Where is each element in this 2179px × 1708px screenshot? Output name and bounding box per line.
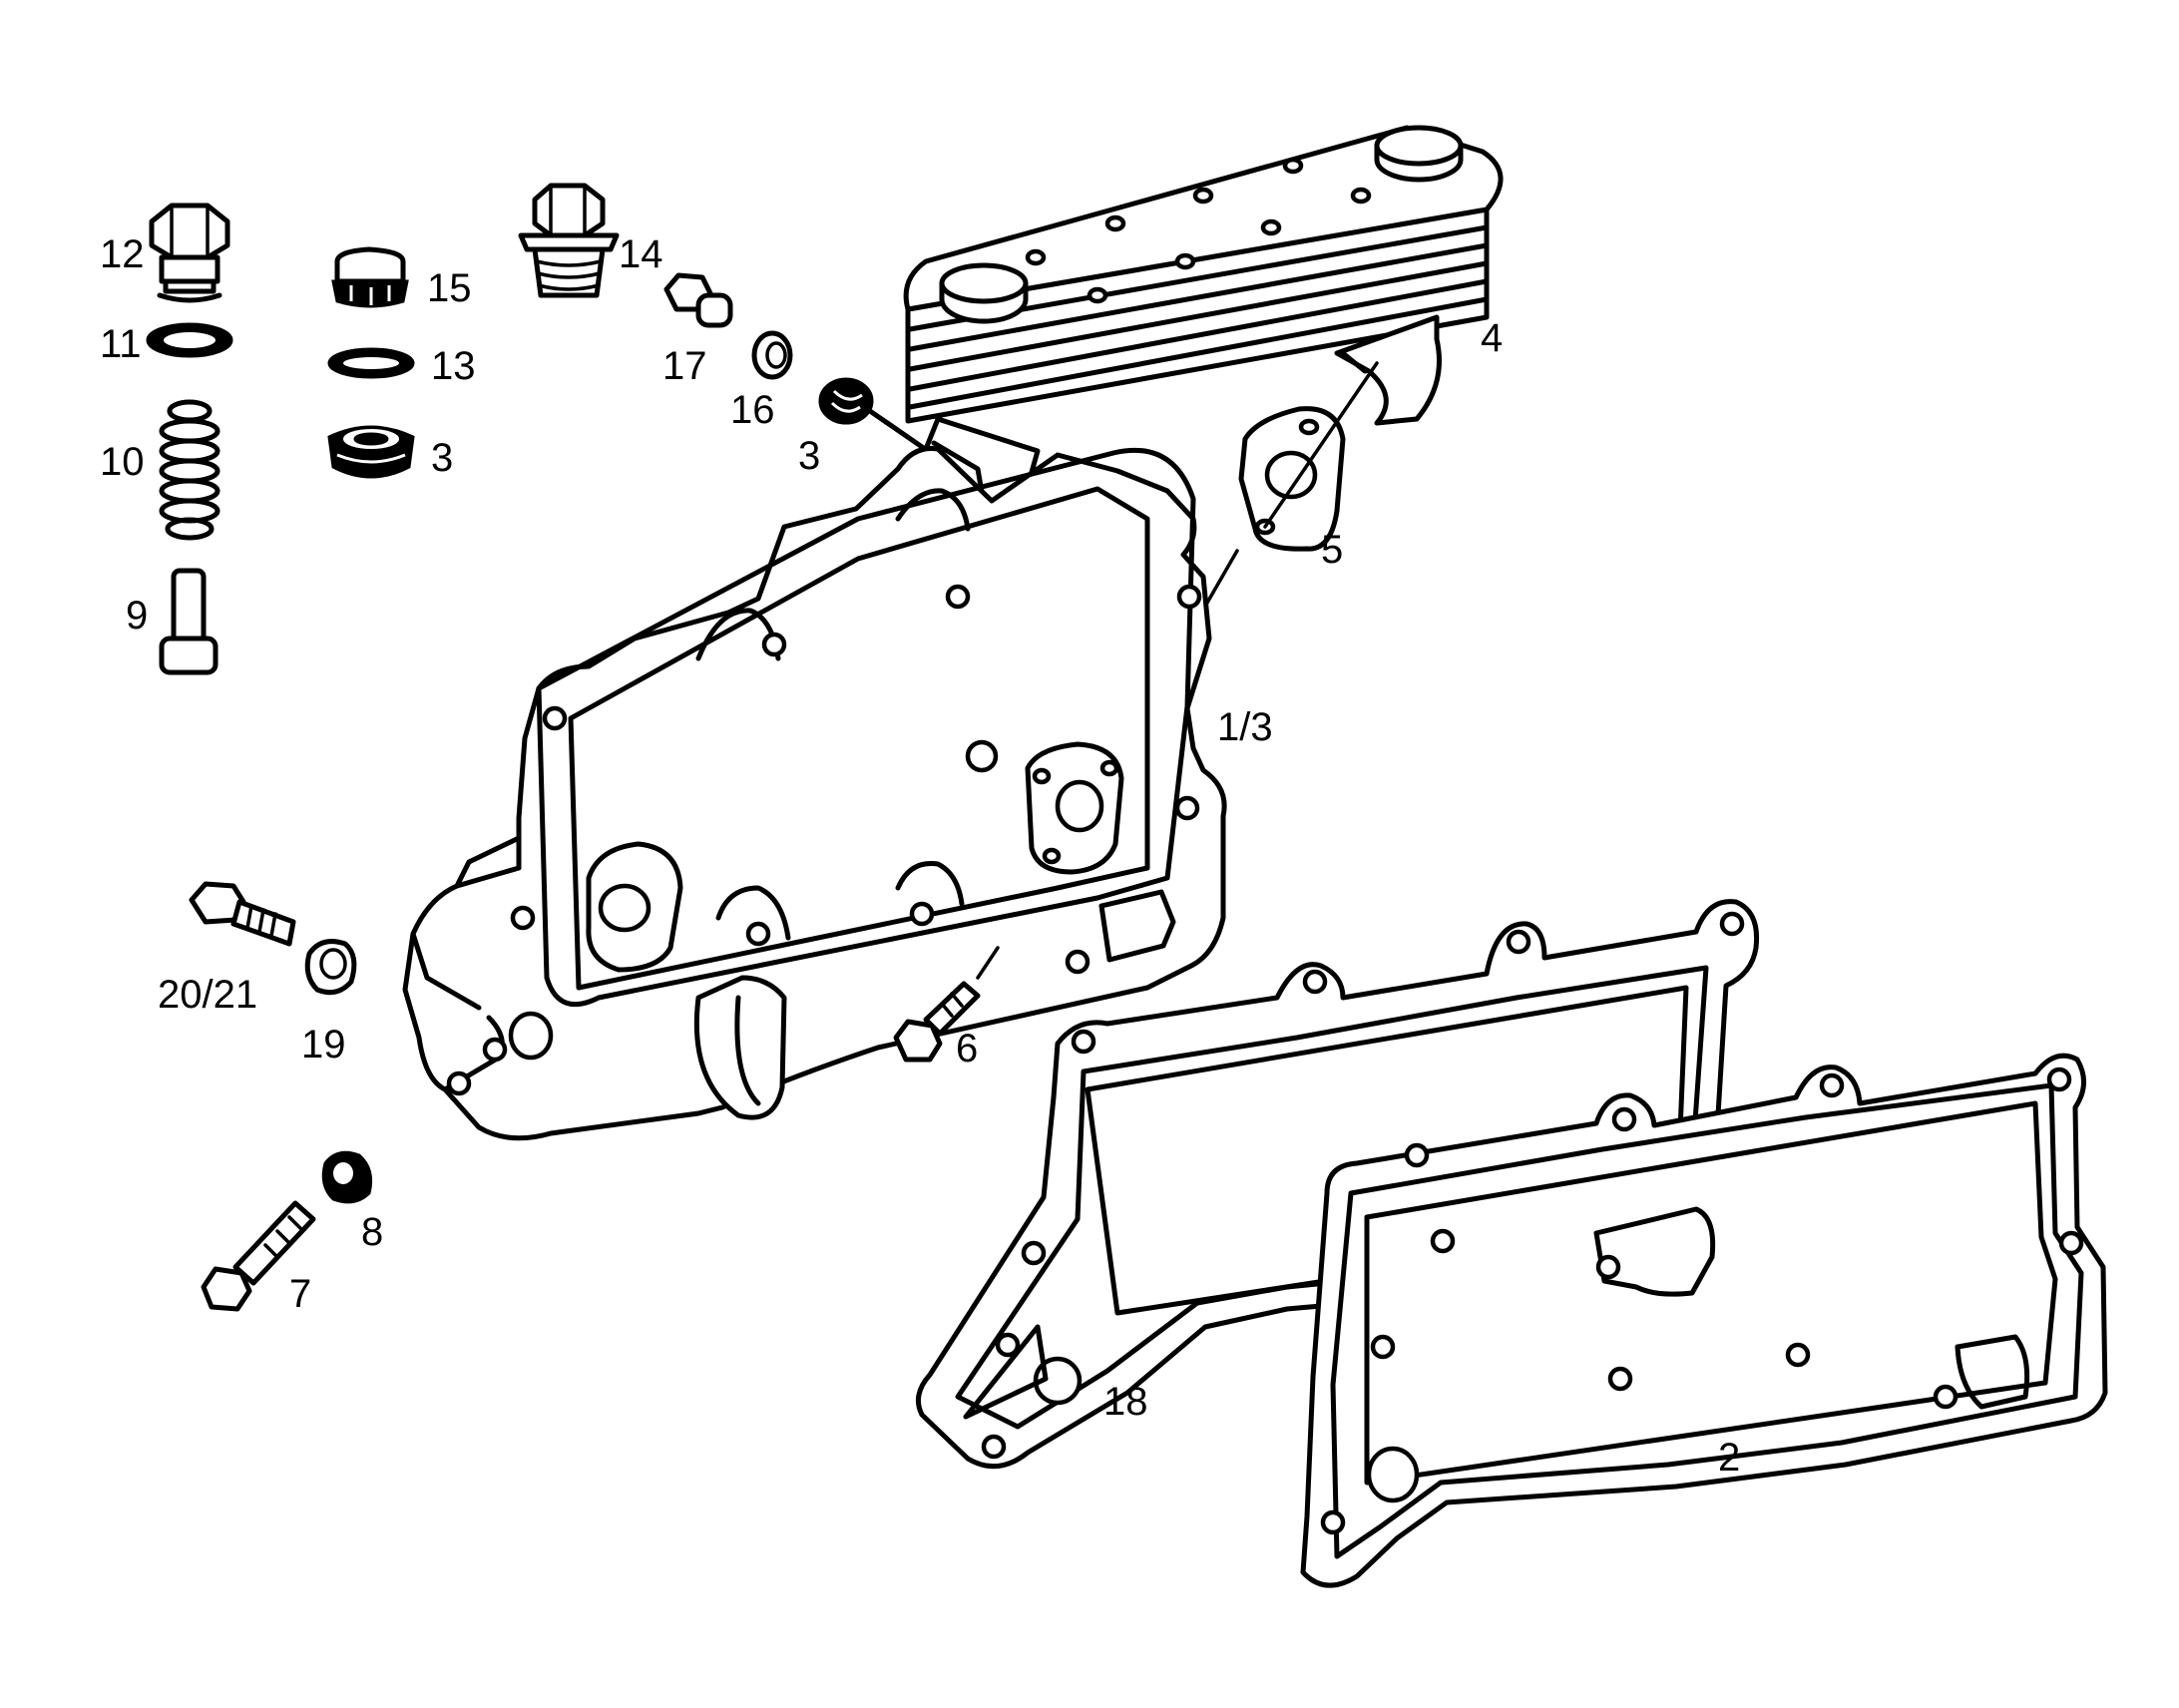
part-13-o-ring [327, 347, 415, 379]
callout-6: 6 [956, 1027, 978, 1070]
part-1-3-housing [402, 445, 1227, 1141]
part-8-washer [321, 1150, 373, 1204]
part-9-bolt [159, 568, 218, 675]
callout-15: 15 [427, 266, 472, 310]
callout-14: 14 [619, 232, 663, 276]
callout-4: 4 [1481, 316, 1503, 360]
part-17-screw [663, 272, 733, 328]
part-15-cap-plug [331, 246, 409, 308]
callout-17: 17 [662, 344, 707, 388]
callout-13: 13 [431, 344, 476, 388]
part-12-hex-plug [149, 203, 230, 303]
callout-3-seal: 3 [431, 436, 453, 480]
part-3-insert [818, 377, 931, 454]
callout-5: 5 [1321, 528, 1343, 572]
callout-12: 12 [100, 232, 145, 276]
callout-16: 16 [730, 388, 775, 432]
part-4-oil-cooler [903, 125, 1504, 542]
part-19-washer [304, 939, 357, 996]
part-14-plug [518, 183, 620, 298]
callout-11: 11 [100, 322, 142, 366]
callout-9: 9 [126, 594, 148, 638]
part-11-washer [146, 322, 233, 358]
callout-1-3: 1/3 [1217, 705, 1273, 749]
callout-20-21: 20/21 [158, 973, 257, 1017]
part-16-bush [751, 330, 793, 380]
part-20-21-bolt [189, 881, 296, 947]
callout-19: 19 [301, 1023, 346, 1067]
callout-3-insert: 3 [798, 434, 820, 478]
callout-10: 10 [100, 440, 145, 484]
part-3-seal [327, 425, 415, 479]
part-6-bolt [893, 946, 1000, 1063]
callout-18: 18 [1103, 1380, 1148, 1424]
part-10-spring [159, 399, 220, 541]
part-7-long-bolt [201, 1200, 316, 1312]
callout-8: 8 [361, 1210, 383, 1254]
callout-2: 2 [1718, 1436, 1740, 1480]
part-2-gasket [1300, 1053, 2108, 1588]
callout-7: 7 [289, 1272, 311, 1316]
